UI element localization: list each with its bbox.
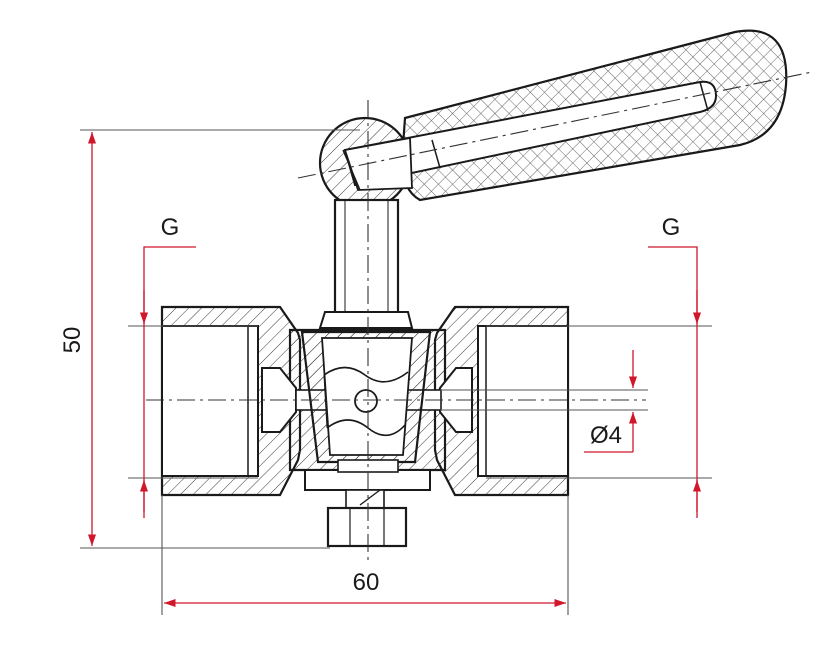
dimension-lines <box>87 132 702 608</box>
thread-left-label: G <box>161 214 180 241</box>
handle-hub <box>318 116 413 210</box>
center-lines <box>146 71 813 560</box>
extension-lines <box>80 129 712 615</box>
thread-right-label: G <box>662 214 681 241</box>
dimension-bore-label: Ø4 <box>590 422 622 449</box>
lever-handle <box>343 29 788 202</box>
dimension-width-label: 60 <box>353 569 380 596</box>
dimension-height-label: 50 <box>59 327 86 354</box>
valve-stem <box>318 198 414 329</box>
conical-plug <box>300 330 432 464</box>
